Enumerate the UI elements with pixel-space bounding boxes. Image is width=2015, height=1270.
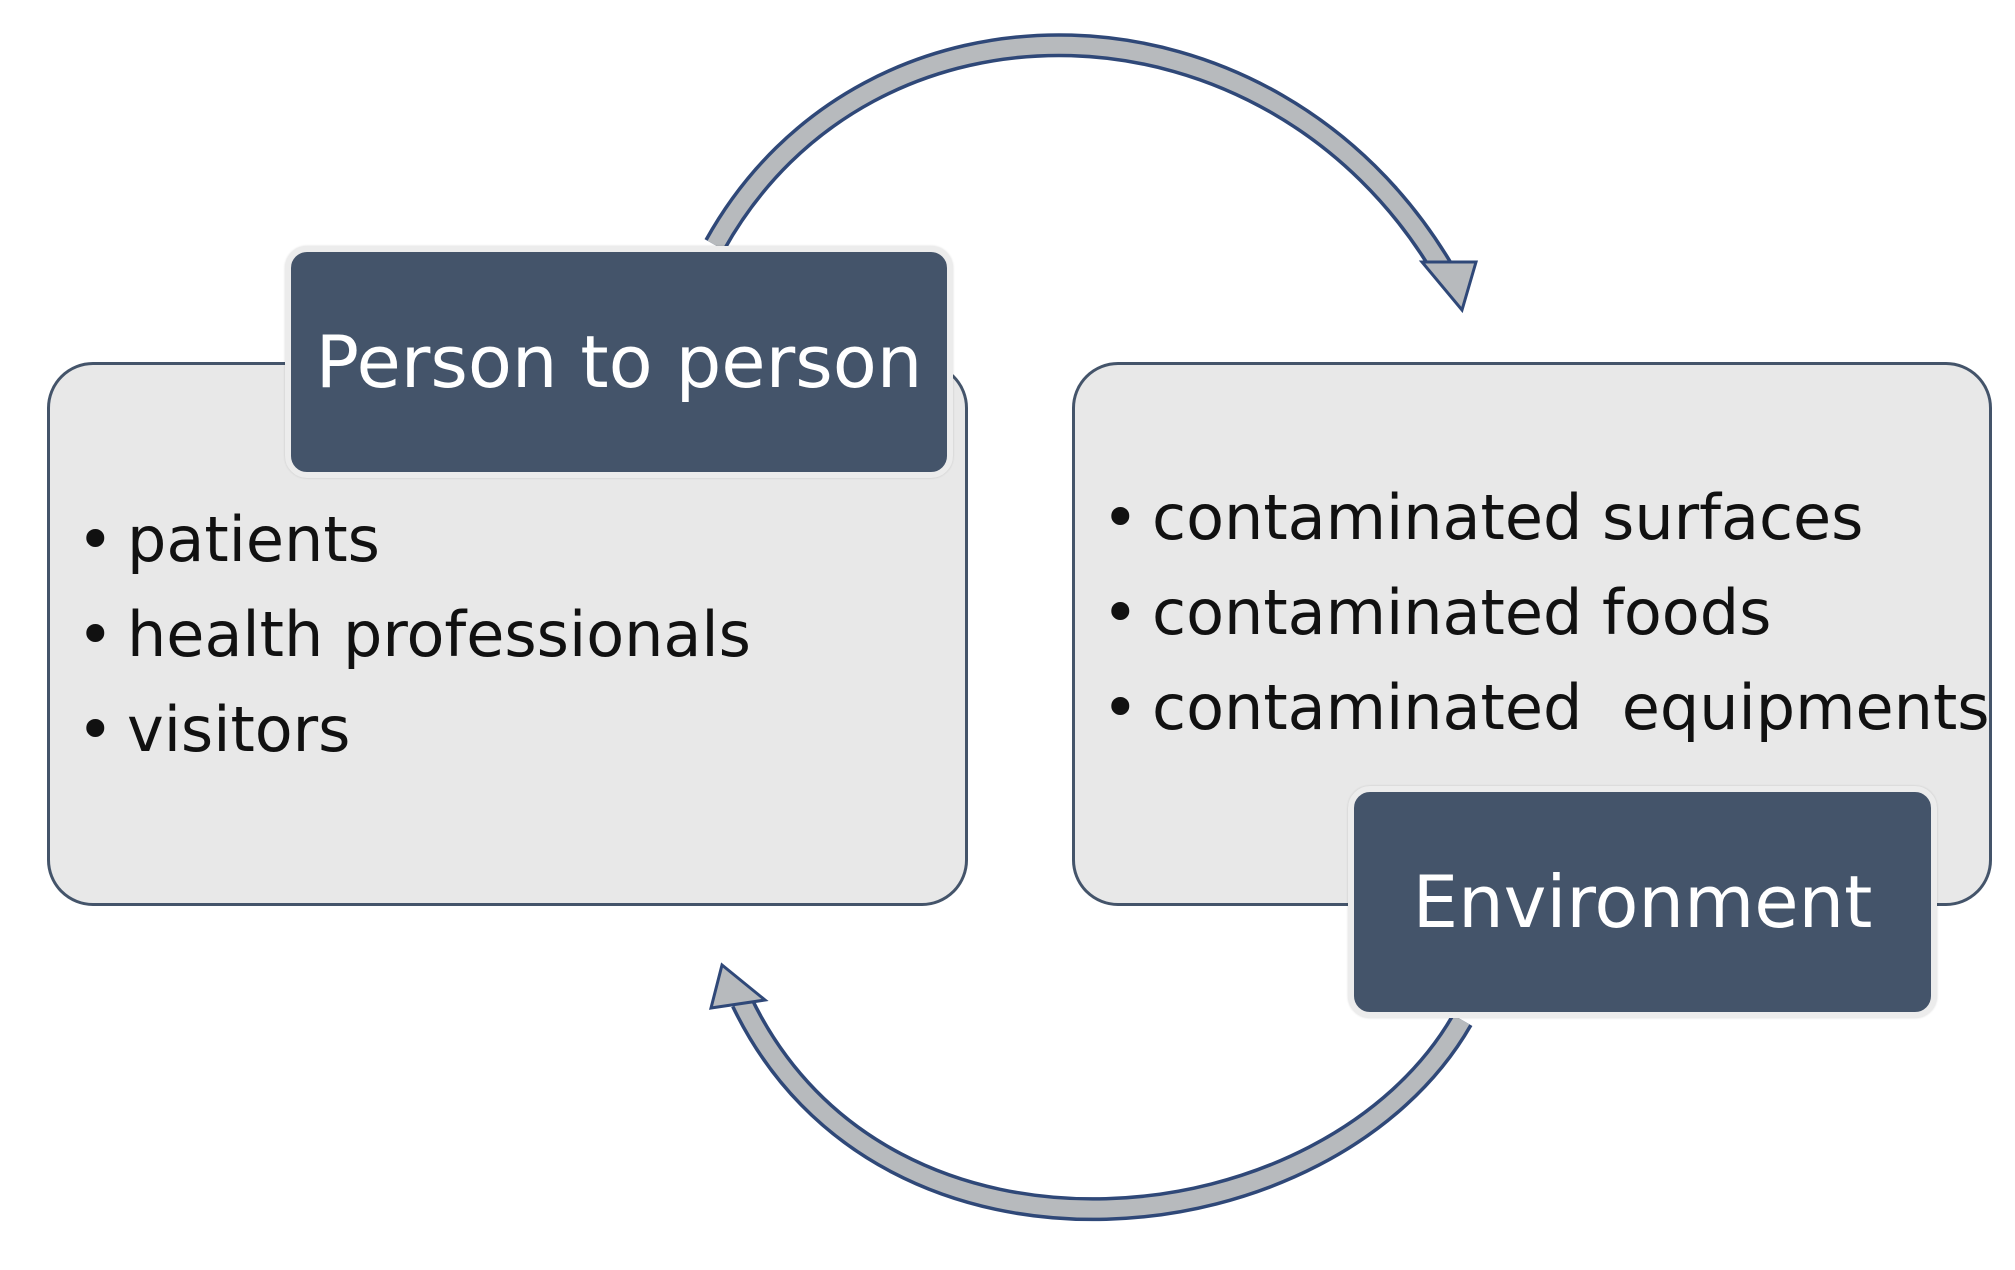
list-item-label: health professionals [127, 598, 751, 671]
list-item-label: visitors [127, 693, 351, 766]
list-item: •patients [77, 492, 751, 587]
list-item: •health professionals [77, 587, 751, 682]
bullet-icon: • [77, 503, 114, 576]
list-item-label: patients [127, 503, 380, 576]
person-to-person-header: Person to person [285, 246, 953, 478]
person-to-person-list: •patients •health professionals •visitor… [77, 492, 751, 777]
bullet-icon: • [1102, 481, 1139, 554]
environment-title: Environment [1412, 860, 1873, 944]
list-item: •visitors [77, 682, 751, 777]
list-item-label: contaminated foods [1152, 576, 1772, 649]
arrow-environment-to-person [708, 962, 1473, 1222]
environment-header: Environment [1348, 786, 1937, 1018]
bullet-icon: • [77, 693, 114, 766]
bullet-icon: • [1102, 671, 1139, 744]
list-item: •contaminated foods [1102, 565, 1990, 660]
list-item-label: contaminated surfaces [1152, 481, 1864, 554]
bullet-icon: • [1102, 576, 1139, 649]
list-item: •contaminated surfaces [1102, 470, 1990, 565]
person-to-person-title: Person to person [315, 320, 923, 404]
environment-list: •contaminated surfaces •contaminated foo… [1102, 470, 1990, 755]
arrow-person-to-environment [704, 33, 1478, 314]
list-item: •contaminated equipments [1102, 660, 1990, 755]
bullet-icon: • [77, 598, 114, 671]
list-item-label: contaminated equipments [1152, 671, 1990, 744]
